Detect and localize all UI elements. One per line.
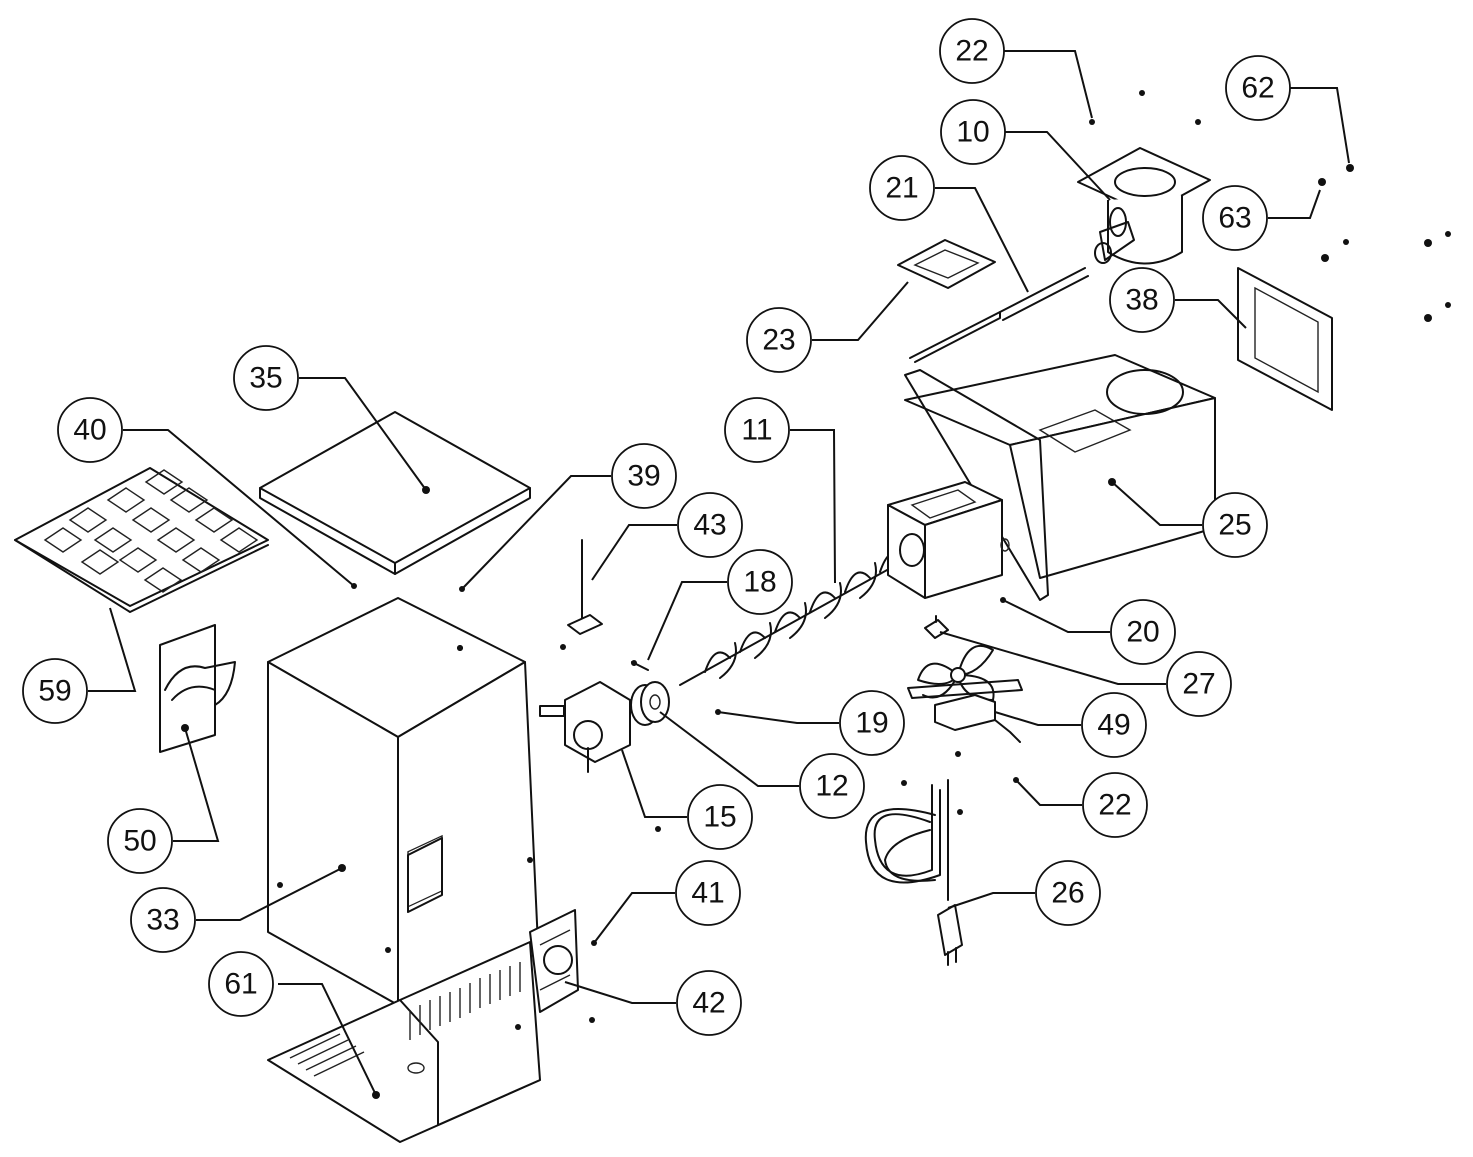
svg-text:43: 43 <box>693 509 726 542</box>
svg-text:61: 61 <box>224 968 257 1001</box>
callout-22-bottom: 22 <box>1082 772 1148 838</box>
callout-40: 40 <box>57 397 123 463</box>
part-sensor <box>924 615 949 639</box>
part-pin-18 <box>631 661 649 671</box>
svg-text:59: 59 <box>38 675 71 708</box>
svg-text:42: 42 <box>692 987 725 1020</box>
svg-text:22: 22 <box>1098 789 1131 822</box>
svg-text:11: 11 <box>741 414 772 447</box>
part-rod <box>567 539 603 635</box>
callout-27: 27 <box>1166 651 1232 717</box>
callout-42: 42 <box>676 970 742 1036</box>
callout-22-top: 22 <box>939 18 1005 84</box>
svg-text:27: 27 <box>1182 668 1215 701</box>
svg-text:25: 25 <box>1218 509 1251 542</box>
svg-text:20: 20 <box>1126 616 1159 649</box>
part-combustion-fan <box>907 644 1023 743</box>
callout-59: 59 <box>22 658 88 724</box>
part-burn-pot-flange <box>1077 147 1211 265</box>
part-power-cord <box>864 779 963 966</box>
part-auger-housing <box>904 354 1216 601</box>
callout-20: 20 <box>1110 599 1176 665</box>
svg-text:38: 38 <box>1125 284 1158 317</box>
svg-text:41: 41 <box>691 877 724 910</box>
svg-text:50: 50 <box>123 825 156 858</box>
callout-41: 41 <box>675 860 741 926</box>
callout-43: 43 <box>677 492 743 558</box>
callout-10: 10 <box>940 99 1006 165</box>
svg-text:26: 26 <box>1051 877 1084 910</box>
callout-38: 38 <box>1109 267 1175 333</box>
svg-text:18: 18 <box>743 566 776 599</box>
part-bushing <box>630 681 670 726</box>
part-pin <box>909 267 1089 363</box>
part-gasket <box>897 239 996 289</box>
callout-23: 23 <box>746 307 812 373</box>
callout-35: 35 <box>233 345 299 411</box>
callout-61: 61 <box>208 951 274 1017</box>
svg-text:35: 35 <box>249 362 282 395</box>
part-control-board <box>529 909 579 1013</box>
leader-lines <box>88 50 1350 1096</box>
callout-21: 21 <box>869 155 935 221</box>
callout-62: 62 <box>1225 55 1291 121</box>
svg-text:15: 15 <box>703 801 736 834</box>
svg-text:12: 12 <box>815 770 848 803</box>
part-gear-motor <box>539 681 631 773</box>
svg-text:62: 62 <box>1241 72 1274 105</box>
callout-26: 26 <box>1035 860 1101 926</box>
svg-text:40: 40 <box>73 414 106 447</box>
part-hex-grate <box>14 467 269 613</box>
callout-12: 12 <box>799 753 865 819</box>
callout-25: 25 <box>1202 492 1268 558</box>
svg-text:63: 63 <box>1218 202 1251 235</box>
svg-text:39: 39 <box>627 460 660 493</box>
svg-text:19: 19 <box>855 707 888 740</box>
part-auger <box>679 551 906 686</box>
callout-49: 49 <box>1081 692 1147 758</box>
svg-text:10: 10 <box>956 116 989 149</box>
callout-19: 19 <box>839 690 905 756</box>
callout-15: 15 <box>687 784 753 850</box>
svg-text:22: 22 <box>955 35 988 68</box>
part-bracket-plate <box>159 624 236 753</box>
part-bottom-tray <box>267 941 541 1143</box>
svg-text:49: 49 <box>1097 709 1130 742</box>
callout-18: 18 <box>727 549 793 615</box>
svg-text:21: 21 <box>885 172 918 205</box>
callout-39: 39 <box>611 443 677 509</box>
part-feed-box <box>887 481 1010 599</box>
part-gasket-frame <box>1237 267 1333 411</box>
callout-11: 11 <box>724 397 790 463</box>
part-lid <box>259 411 531 575</box>
callout-33: 33 <box>130 887 196 953</box>
svg-text:23: 23 <box>762 324 795 357</box>
callout-63: 63 <box>1202 185 1268 251</box>
part-hopper-box <box>267 597 539 1006</box>
callout-50: 50 <box>107 808 173 874</box>
svg-text:33: 33 <box>146 904 179 937</box>
